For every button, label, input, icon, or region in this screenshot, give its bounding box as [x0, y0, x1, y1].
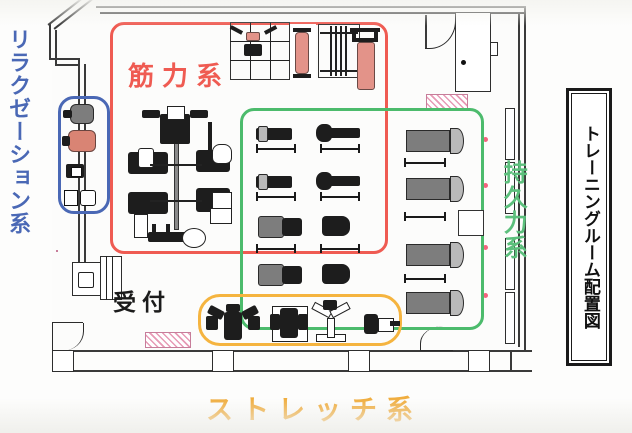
- scan-shadow-overlay: [0, 0, 632, 433]
- floor-plan-page: リラクゼーション系 筋力系 持久力系 ストレッチ系 受付 トレーニングルーム配置…: [0, 0, 632, 433]
